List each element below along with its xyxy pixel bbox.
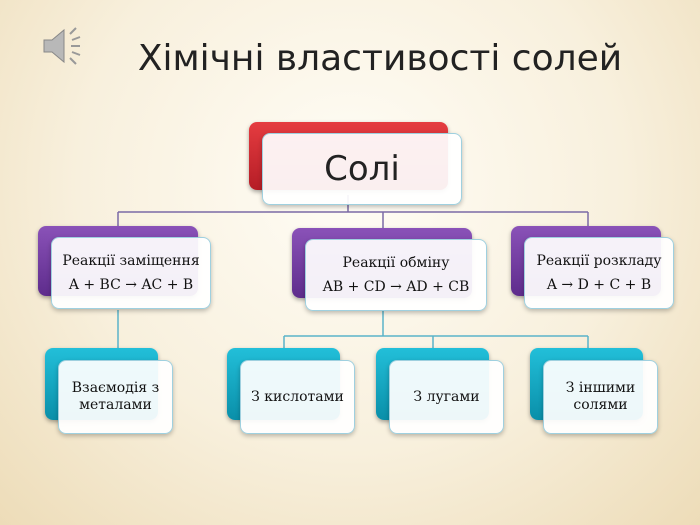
- root-label: Солі: [324, 149, 400, 189]
- subitem-alkalis-box: З лугами: [389, 360, 504, 434]
- subitem-label: З кислотами: [251, 388, 344, 405]
- subitem-label: Взаємодія з металами: [71, 380, 160, 413]
- slide-title: Хімічні властивості солей: [137, 38, 623, 79]
- category-title: Реакції заміщення: [62, 253, 200, 269]
- speaker-icon[interactable]: [40, 24, 90, 68]
- category-title: Реакції обміну: [342, 255, 450, 271]
- root-node-box: Солі: [262, 133, 462, 205]
- category-equation: A + BC → AC + B: [68, 277, 194, 293]
- category-substitution-box: Реакції заміщення A + BC → AC + B: [51, 237, 211, 309]
- subitem-metals-box: Взаємодія з металами: [58, 360, 173, 434]
- subitem-label: З лугами: [413, 388, 480, 405]
- category-title: Реакції розкладу: [536, 253, 662, 269]
- subitem-label: З іншими солями: [565, 380, 636, 413]
- subitem-other-salts-box: З іншими солями: [543, 360, 658, 434]
- category-equation: A → D + C + B: [546, 277, 652, 293]
- subitem-acids-box: З кислотами: [240, 360, 355, 434]
- category-exchange-box: Реакції обміну AB + CD → AD + CB: [305, 239, 487, 311]
- category-equation: AB + CD → AD + CB: [322, 279, 470, 295]
- category-decomposition-box: Реакції розкладу A → D + C + B: [524, 237, 674, 309]
